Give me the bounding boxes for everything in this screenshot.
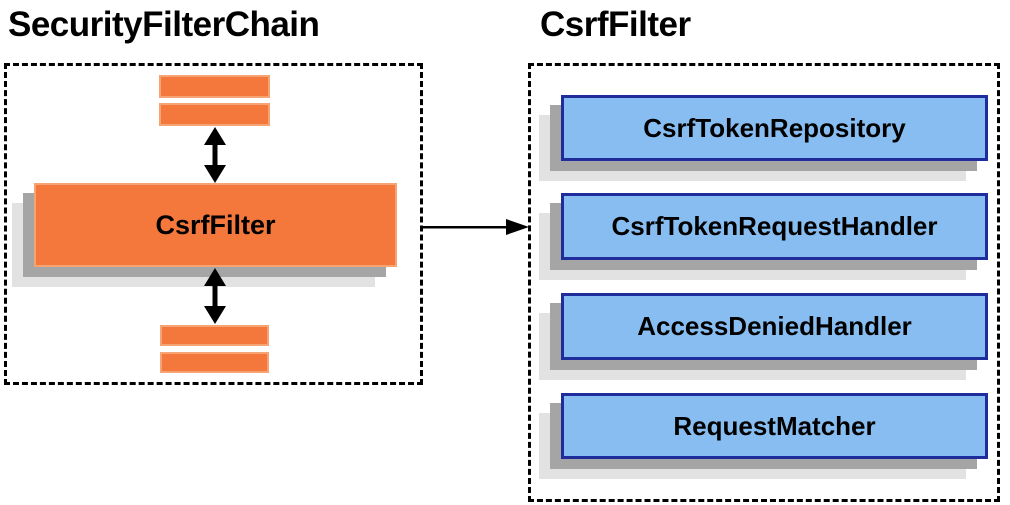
right-panel-title: CsrfFilter (540, 5, 691, 44)
filter-placeholder-bar-top-1 (159, 75, 270, 98)
component-label: AccessDeniedHandler (637, 311, 912, 341)
component-label: RequestMatcher (673, 410, 876, 441)
csrf-filter-box: CsrfFilter (34, 183, 397, 267)
filter-placeholder-bar-bottom-1 (160, 325, 269, 346)
component-box-csrf-token-repository: CsrfTokenRepository (561, 95, 988, 161)
component-box-request-matcher: RequestMatcher (561, 393, 988, 459)
filter-placeholder-bar-top-2 (159, 103, 270, 126)
component-box-access-denied-handler: AccessDeniedHandler (561, 293, 988, 360)
component-label: CsrfTokenRequestHandler (611, 211, 938, 241)
csrf-filter-components-container (528, 63, 1000, 502)
left-panel-title: SecurityFilterChain (8, 5, 320, 44)
arrow-right-icon (422, 219, 529, 235)
csrf-filter-box-label: CsrfFilter (155, 209, 276, 240)
security-filter-chain-container (4, 63, 423, 385)
component-label: CsrfTokenRepository (643, 112, 906, 143)
double-arrow-vertical-bottom-icon (204, 268, 226, 324)
double-arrow-vertical-top-icon (204, 127, 226, 183)
filter-placeholder-bar-bottom-2 (160, 352, 269, 373)
component-box-csrf-token-request-handler: CsrfTokenRequestHandler (561, 193, 988, 260)
